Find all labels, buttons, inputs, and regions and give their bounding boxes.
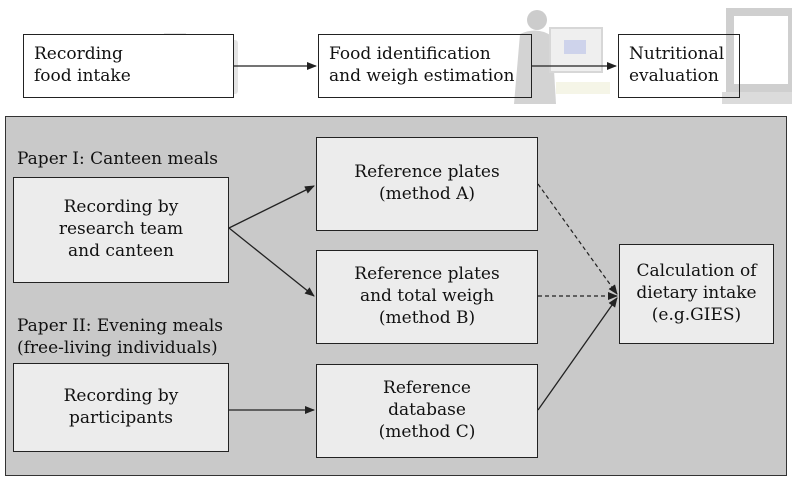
method-b-box: Reference plates and total weigh (method… [316,250,538,344]
paper2-label: Paper II: Evening meals (free-living ind… [17,316,224,358]
food-identification-box: Food identification and weigh estimation [318,34,532,98]
person-at-computer-icon [514,10,610,105]
method-a-box: Reference plates (method A) [316,137,538,231]
method-a-text: Reference plates (method A) [354,162,500,204]
arrow-team-to-method-b [228,227,315,297]
calculation-text: Calculation of dietary intake (e.g.GIES) [636,261,757,325]
recording-food-intake-box: Recording food intake [23,34,234,98]
dashed-arrow-method-a-to-calculation [537,183,618,295]
recording-by-research-team-text: Recording by research team and canteen [58,197,184,261]
food-identification-text: Food identification and weigh estimation [329,44,515,86]
nutritional-evaluation-box: Nutritional evaluation [618,34,740,98]
method-b-text: Reference plates and total weigh (method… [354,264,500,328]
recording-by-participants-box: Recording by participants [13,363,229,452]
nutritional-evaluation-text: Nutritional evaluation [629,44,725,86]
recording-by-participants-text: Recording by participants [63,385,179,428]
recording-by-research-team-box: Recording by research team and canteen [13,177,229,283]
paper1-label: Paper I: Canteen meals [17,149,219,169]
method-c-text: Reference database (method C) [378,378,476,442]
recording-food-intake-text: Recording food intake [34,44,131,86]
arrow-team-to-method-a [228,185,315,229]
arrow-method-c-to-calculation [537,297,618,411]
method-c-box: Reference database (method C) [316,364,538,458]
calculation-box: Calculation of dietary intake (e.g.GIES) [619,244,774,344]
